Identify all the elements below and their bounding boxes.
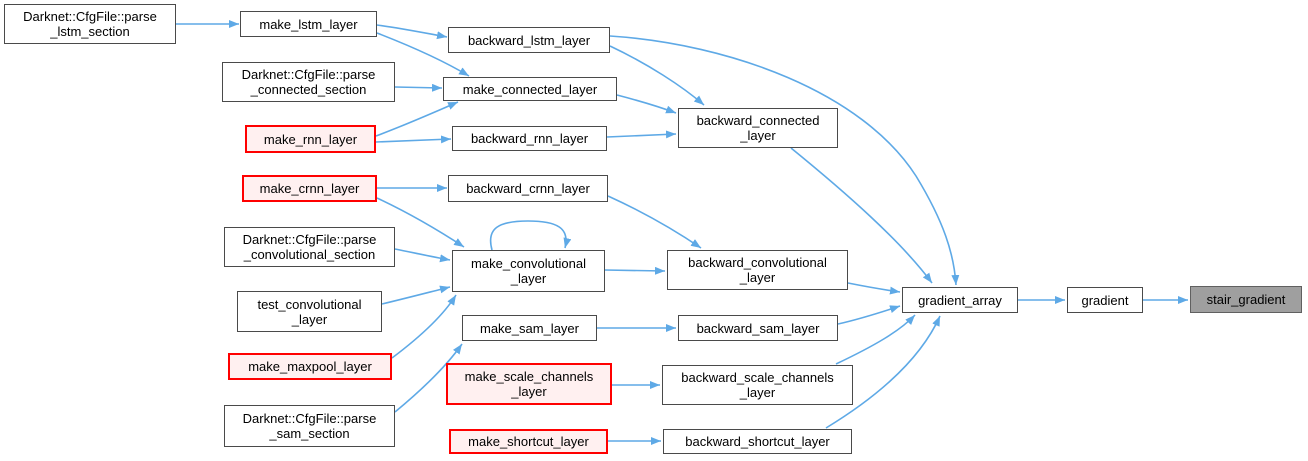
node-label-line: make_crnn_layer [259,181,360,196]
node-parse_sam_section[interactable]: Darknet::CfgFile::parse_sam_section [224,405,395,447]
edge-backward_lstm_layer-to-gradient_array [609,35,960,286]
edge-backward_sam_layer-to-gradient_array [837,305,901,325]
edge-backward_lstm_layer-to-backward_connected_layer [609,45,705,106]
node-label-line: gradient_array [918,292,1002,308]
node-make_crnn_layer[interactable]: make_crnn_layer [242,175,377,202]
node-label-line: _layer [739,270,776,285]
edge-parse_sam_section-to-make_sam_layer [394,343,463,413]
node-label-line: backward_shortcut_layer [685,434,830,449]
node-label-line: Darknet::CfgFile::parse [242,411,377,426]
node-label-line: make_rnn_layer [263,131,358,147]
edge-make_convolutional_layer-to-backward_convolutional_layer [604,266,666,275]
node-label-line: Darknet::CfgFile::parse [241,67,376,82]
node-label-line: _layer [740,128,776,143]
node-backward_shortcut_layer[interactable]: backward_shortcut_layer [663,429,852,454]
edge-backward_convolutional_layer-to-gradient_array [847,282,901,295]
node-make_rnn_layer[interactable]: make_rnn_layer [245,125,376,153]
node-label-line: backward_lstm_layer [467,32,591,48]
node-label-line: make_scale_channels [464,369,594,384]
edge-make_rnn_layer-to-backward_rnn_layer [375,135,452,144]
node-backward_rnn_layer[interactable]: backward_rnn_layer [452,126,607,151]
edge-backward_scale_channels_layer-to-gradient_array [835,314,916,365]
node-backward_sam_layer[interactable]: backward_sam_layer [678,315,838,341]
node-label-line: gradient [1081,292,1129,308]
node-label-line: _convolutional_section [243,247,376,262]
node-make_shortcut_layer[interactable]: make_shortcut_layer [449,429,608,454]
edge-test_convolutional_layer-to-make_convolutional_layer [381,285,451,305]
node-make_convolutional_layer[interactable]: make_convolutional_layer [452,250,605,292]
node-label-line: Darknet::CfgFile::parse [23,9,157,24]
node-backward_convolutional_layer[interactable]: backward_convolutional_layer [667,250,848,290]
node-label-line: _sam_section [269,426,350,441]
node-label-line: _connected_section [250,82,367,97]
node-make_scale_channels_layer[interactable]: make_scale_channels_layer [446,363,612,405]
edge-make_convolutional_layer-to-make_convolutional_layer [489,220,572,251]
node-backward_connected_layer[interactable]: backward_connected_layer [678,108,838,148]
node-label-line: backward_crnn_layer [466,181,590,196]
node-label-line: _layer [739,385,776,400]
node-label-line: backward_scale_channels [681,370,834,385]
node-parse_connected_section[interactable]: Darknet::CfgFile::parse_connected_sectio… [222,62,395,102]
edge-backward_rnn_layer-to-backward_connected_layer [606,130,677,139]
node-make_connected_layer[interactable]: make_connected_layer [443,77,617,101]
node-backward_crnn_layer[interactable]: backward_crnn_layer [448,175,608,202]
node-parse_lstm_section[interactable]: Darknet::CfgFile::parse_lstm_section [4,4,176,44]
edge-make_rnn_layer-to-make_connected_layer [375,101,459,137]
node-label-line: _layer [511,384,547,399]
node-make_lstm_layer[interactable]: make_lstm_layer [240,11,377,37]
node-label-line: backward_rnn_layer [470,131,589,146]
node-label-line: _layer [291,311,328,327]
node-label-line: make_shortcut_layer [468,434,589,449]
node-gradient[interactable]: gradient [1067,287,1143,313]
node-gradient_array[interactable]: gradient_array [902,287,1018,313]
edge-make_lstm_layer-to-make_connected_layer [376,32,470,77]
edge-backward_crnn_layer-to-backward_convolutional_layer [607,195,702,249]
edge-backward_connected_layer-to-gradient_array [790,147,933,284]
node-backward_lstm_layer[interactable]: backward_lstm_layer [448,27,610,53]
node-label-line: make_connected_layer [462,81,598,97]
node-make_sam_layer[interactable]: make_sam_layer [462,315,597,341]
node-label-line: make_lstm_layer [259,16,358,32]
node-label-line: backward_connected [696,113,820,128]
node-label-line: _layer [510,271,547,286]
edge-parse_convolutional_section-to-make_convolutional_layer [394,248,451,263]
node-label-line: test_convolutional [257,296,362,312]
node-label-line: make_convolutional [471,256,586,271]
edge-backward_shortcut_layer-to-gradient_array [825,315,941,429]
node-backward_scale_channels_layer[interactable]: backward_scale_channels_layer [662,365,853,405]
node-label-line: make_maxpool_layer [248,359,372,374]
edge-make_lstm_layer-to-backward_lstm_layer [376,24,448,40]
node-stair_gradient[interactable]: stair_gradient [1190,286,1302,313]
edge-make_connected_layer-to-backward_connected_layer [616,94,677,114]
node-test_convolutional_layer[interactable]: test_convolutional_layer [237,291,382,332]
node-label-line: Darknet::CfgFile::parse [242,232,377,247]
node-label-line: backward_convolutional [688,255,827,270]
edge-make_crnn_layer-to-make_convolutional_layer [376,197,465,248]
edge-parse_connected_section-to-make_connected_layer [394,83,443,92]
node-label-line: make_sam_layer [480,320,579,336]
node-label-line: stair_gradient [1206,292,1286,307]
node-label-line: backward_sam_layer [696,320,820,336]
edge-make_maxpool_layer-to-make_convolutional_layer [391,294,457,359]
node-parse_convolutional_section[interactable]: Darknet::CfgFile::parse_convolutional_se… [224,227,395,267]
node-make_maxpool_layer[interactable]: make_maxpool_layer [228,353,392,380]
node-label-line: _lstm_section [50,24,130,39]
